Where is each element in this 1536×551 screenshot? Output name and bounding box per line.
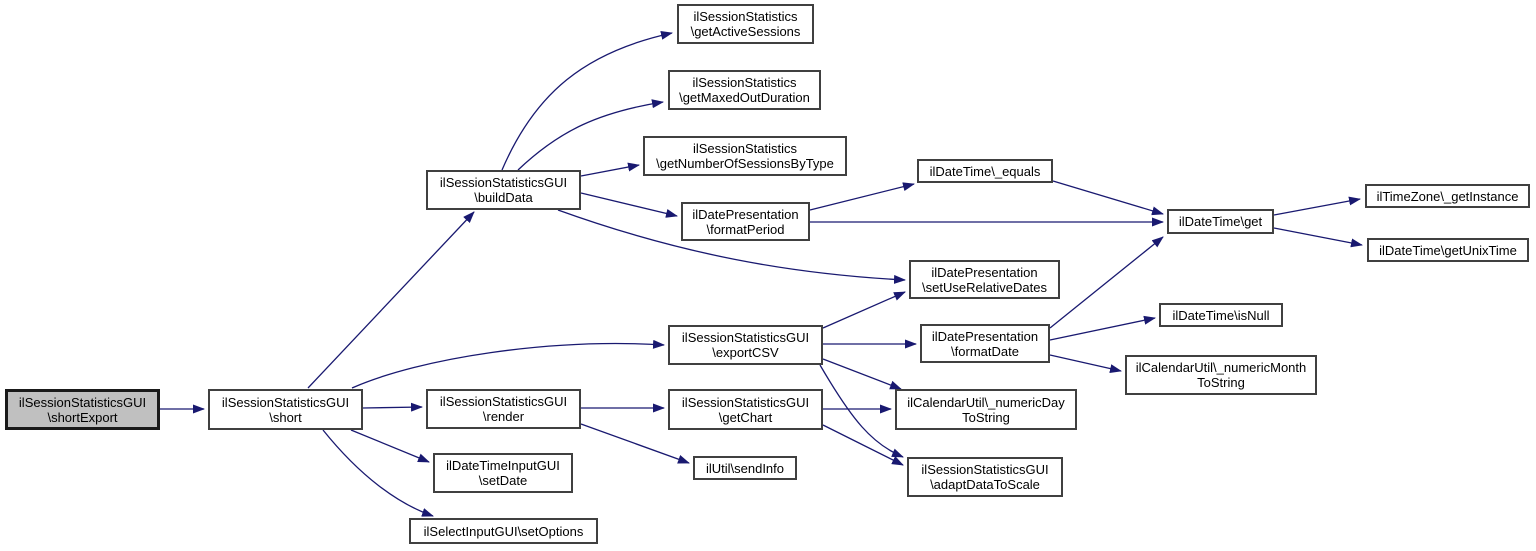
node-label: ilDateTime\getUnixTime xyxy=(1379,242,1517,258)
node-label: ilDatePresentation xyxy=(931,328,1039,344)
node-label: ilSessionStatisticsGUI xyxy=(681,330,810,345)
edge-formatDate-to-isNull xyxy=(1049,315,1156,341)
node-label: \exportCSV xyxy=(712,345,779,360)
node-get[interactable]: ilDateTime\get xyxy=(1167,209,1274,234)
node-label: \adaptDataToScale xyxy=(930,477,1040,492)
node-label: \formatDate xyxy=(951,343,1019,359)
node-label: ilDateTime\get xyxy=(1178,214,1263,229)
node-label: ilSessionStatistics xyxy=(693,9,798,24)
node-label: ilSessionStatisticsGUI xyxy=(221,394,350,410)
node-short[interactable]: ilSessionStatisticsGUI\short xyxy=(208,389,363,430)
node-getChart[interactable]: ilSessionStatisticsGUI\getChart xyxy=(668,389,823,430)
node-label: \getNumberOfSessionsByType xyxy=(656,156,834,171)
edge-formatDate-to-numericMonthToString xyxy=(1049,354,1122,373)
node-setUseRelativeDates[interactable]: ilDatePresentation\setUseRelativeDates xyxy=(909,260,1060,299)
node-exportCSV[interactable]: ilSessionStatisticsGUI\exportCSV xyxy=(668,325,823,365)
node-label: \buildData xyxy=(474,190,533,205)
node-label: \formatPeriod xyxy=(706,221,785,237)
node-label: ilDateTime\isNull xyxy=(1172,307,1270,323)
edge-exportCSV-to-numericDayToString xyxy=(822,358,902,390)
edge-buildData-to-setUseRelativeDates xyxy=(557,209,906,284)
edge-buildData-to-getNumberOfSessionsByType xyxy=(580,162,640,177)
node-sendInfo[interactable]: ilUtil\sendInfo xyxy=(693,456,797,480)
edge-formatPeriod-to-equals xyxy=(809,182,915,211)
edge-buildData-to-formatPeriod xyxy=(580,192,678,218)
edge-getChart-to-adaptDataToScale xyxy=(822,424,904,466)
node-label: \render xyxy=(482,409,525,424)
node-label: ilSessionStatistics xyxy=(692,75,797,90)
node-getNumberOfSessionsByType[interactable]: ilSessionStatistics\getNumberOfSessionsB… xyxy=(643,136,847,176)
edge-equals-to-get xyxy=(1052,180,1164,216)
node-label: ilDateTime\_equals xyxy=(929,163,1041,179)
node-label: ilSessionStatisticsGUI xyxy=(439,394,568,409)
edge-render-to-sendInfo xyxy=(580,423,690,464)
node-isNull[interactable]: ilDateTime\isNull xyxy=(1159,303,1283,327)
node-label: \setUseRelativeDates xyxy=(922,279,1047,295)
edge-short-to-render xyxy=(362,402,423,412)
node-label: ilSessionStatisticsGUI xyxy=(681,394,810,410)
node-equals[interactable]: ilDateTime\_equals xyxy=(917,159,1053,183)
node-label: ilSelectInputGUI\setOptions xyxy=(423,523,584,539)
edge-exportCSV-to-setUseRelativeDates xyxy=(822,291,906,329)
node-setDate[interactable]: ilDateTimeInputGUI\setDate xyxy=(433,453,573,493)
node-shortExport[interactable]: ilSessionStatisticsGUI\shortExport xyxy=(5,389,160,430)
node-label: ilUtil\sendInfo xyxy=(705,460,785,476)
node-label: ilSessionStatisticsGUI xyxy=(18,394,147,410)
node-label: ilCalendarUtil\_numericMonth xyxy=(1135,360,1307,375)
node-adaptDataToScale[interactable]: ilSessionStatisticsGUI\adaptDataToScale xyxy=(907,457,1063,497)
node-label: ilTimeZone\_getInstance xyxy=(1376,188,1519,204)
edge-short-to-setOptions xyxy=(322,429,434,517)
node-label: \getActiveSessions xyxy=(690,24,801,39)
node-label: \setDate xyxy=(478,473,528,488)
node-label: ilSessionStatisticsGUI xyxy=(921,462,1049,477)
node-label: \shortExport xyxy=(47,409,118,425)
node-label: ilDatePresentation xyxy=(692,206,799,222)
node-buildData[interactable]: ilSessionStatisticsGUI\buildData xyxy=(426,170,581,210)
node-label: ilDatePresentation xyxy=(931,264,1038,280)
node-setOptions[interactable]: ilSelectInputGUI\setOptions xyxy=(409,518,598,544)
node-label: ToString xyxy=(1197,375,1245,390)
node-getActiveSessions[interactable]: ilSessionStatistics\getActiveSessions xyxy=(677,4,814,44)
node-label: \short xyxy=(269,409,302,425)
node-formatPeriod[interactable]: ilDatePresentation\formatPeriod xyxy=(681,202,810,241)
node-label: ToString xyxy=(962,409,1010,425)
node-formatDate[interactable]: ilDatePresentation\formatDate xyxy=(920,324,1050,363)
edge-short-to-exportCSV xyxy=(351,339,665,389)
edge-get-to-getUnixTime xyxy=(1273,227,1363,248)
edge-short-to-buildData xyxy=(307,211,475,389)
edge-exportCSV-to-adaptDataToScale xyxy=(819,364,904,458)
node-label: ilSessionStatisticsGUI xyxy=(439,175,568,190)
node-getInstance[interactable]: ilTimeZone\_getInstance xyxy=(1365,184,1530,208)
edge-buildData-to-getMaxedOutDuration xyxy=(517,99,664,171)
node-label: \getMaxedOutDuration xyxy=(679,90,810,105)
edge-formatDate-to-get xyxy=(1049,236,1164,329)
node-getUnixTime[interactable]: ilDateTime\getUnixTime xyxy=(1367,238,1529,262)
edge-short-to-setDate xyxy=(350,429,430,463)
edge-buildData-to-getActiveSessions xyxy=(501,30,673,171)
node-render[interactable]: ilSessionStatisticsGUI\render xyxy=(426,389,581,429)
node-label: ilSessionStatistics xyxy=(692,141,798,156)
node-label: ilCalendarUtil\_numericDay xyxy=(907,394,1065,410)
edge-get-to-getInstance xyxy=(1273,196,1361,216)
node-label: \getChart xyxy=(718,409,773,425)
node-label: ilDateTimeInputGUI xyxy=(446,458,560,473)
node-getMaxedOutDuration[interactable]: ilSessionStatistics\getMaxedOutDuration xyxy=(668,70,821,110)
